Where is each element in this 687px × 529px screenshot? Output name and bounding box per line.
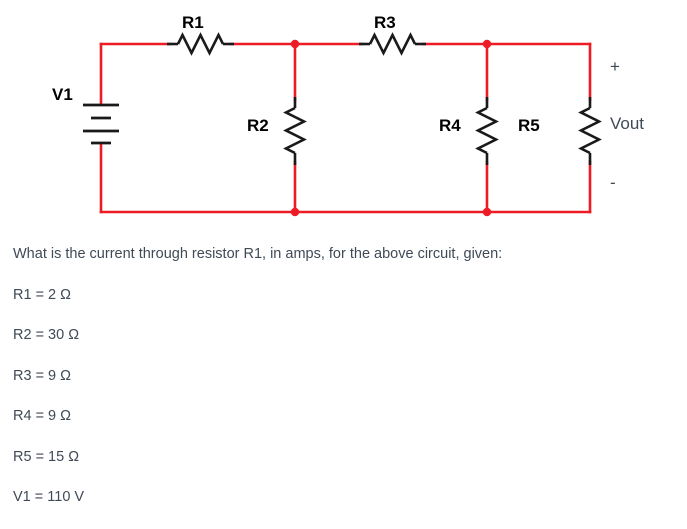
given-value-r2: R2 = 30 Ω [13, 327, 80, 344]
junction-dot-r4-top [482, 39, 492, 49]
given-value-v1: V1 = 110 V [13, 489, 85, 506]
junction-dot-r4-bottom [482, 207, 492, 217]
given-value-r3: R3 = 9 Ω [13, 367, 71, 384]
battery-symbol-v1 [83, 103, 119, 145]
resistor-r1 [167, 32, 234, 56]
junction-dots [290, 39, 492, 217]
resistor-r5 [578, 97, 602, 165]
polarity-label-negative: - [610, 173, 616, 192]
component-label-v1: V1 [52, 85, 73, 104]
component-label-r2: R2 [247, 116, 269, 135]
circuit-diagram: V1 R1 R3 R2 R4 R5 + Vout - [0, 0, 687, 235]
question-block: What is the current through resistor R1,… [13, 245, 673, 529]
wires [99, 42, 592, 214]
given-value-r4: R4 = 9 Ω [13, 408, 71, 425]
component-label-r5: R5 [518, 116, 540, 135]
circuit-schematic-svg [83, 32, 602, 217]
question-prompt: What is the current through resistor R1,… [13, 246, 503, 262]
component-label-r3: R3 [374, 13, 396, 32]
output-label-vout: Vout [610, 114, 645, 133]
polarity-label-positive: + [610, 57, 620, 76]
resistor-r2 [283, 97, 307, 165]
given-value-r5: R5 = 15 Ω [13, 448, 80, 465]
component-label-r4: R4 [439, 116, 461, 135]
resistor-r3 [359, 32, 426, 56]
resistor-r4 [475, 97, 499, 165]
component-label-r1: R1 [182, 13, 204, 32]
junction-dot-r2-bottom [290, 207, 300, 217]
junction-dot-r2-top [290, 39, 300, 49]
given-value-r1: R1 = 2 Ω [13, 286, 71, 303]
given-values-list: R1 = 2 Ω R2 = 30 Ω R3 = 9 Ω R4 = 9 Ω R5 … [13, 286, 673, 508]
